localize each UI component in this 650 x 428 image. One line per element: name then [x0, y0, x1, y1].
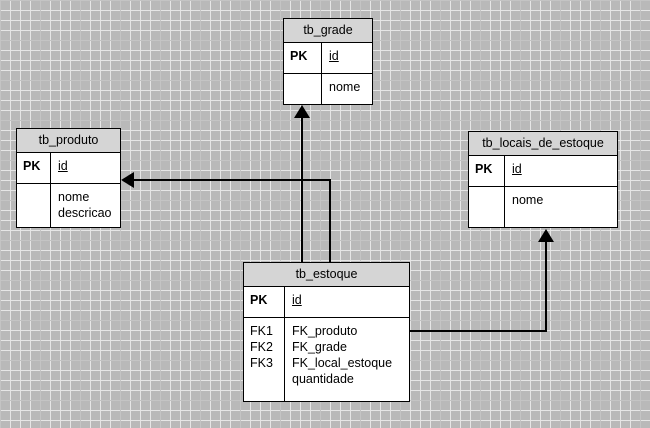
entity-title-tb-grade: tb_grade	[284, 19, 372, 43]
entity-title-tb-estoque: tb_estoque	[244, 263, 409, 287]
entity-pk-row-tb-estoque: PK id	[244, 287, 409, 318]
connector-estoque-locais-vertical[interactable]	[545, 242, 547, 332]
arrowhead-grade	[294, 105, 310, 118]
attr-names-tb-estoque: FK_produto FK_grade FK_local_estoque qua…	[292, 324, 393, 386]
entity-attr-row-tb-locais-de-estoque: nome	[469, 187, 617, 227]
pk-label-tb-locais-de-estoque: PK	[469, 156, 505, 186]
connector-estoque-produto-vertical[interactable]	[329, 180, 331, 263]
pk-label-tb-produto: PK	[17, 153, 51, 183]
entity-tb-estoque[interactable]: tb_estoque PK id FK1 FK2 FK3 FK_produto …	[243, 262, 410, 402]
pk-name-tb-produto: id	[58, 159, 68, 173]
entity-pk-row-tb-grade: PK id	[284, 43, 372, 74]
entity-attr-row-tb-estoque: FK1 FK2 FK3 FK_produto FK_grade FK_local…	[244, 318, 409, 401]
pk-name-tb-grade: id	[329, 49, 339, 63]
entity-pk-row-tb-locais-de-estoque: PK id	[469, 156, 617, 187]
entity-tb-grade[interactable]: tb_grade PK id nome	[283, 18, 373, 105]
attr-names-tb-produto: nome descricao	[58, 190, 112, 220]
connector-estoque-produto-horizontal[interactable]	[130, 179, 331, 181]
arrowhead-produto	[121, 172, 134, 188]
pk-name-tb-locais-de-estoque: id	[512, 162, 522, 176]
connector-estoque-locais-horizontal[interactable]	[409, 330, 547, 332]
entity-title-tb-produto: tb_produto	[17, 129, 120, 153]
attr-keys-tb-estoque: FK1 FK2 FK3	[244, 318, 285, 401]
arrowhead-locais-de-estoque	[538, 229, 554, 242]
attr-keys-tb-locais-de-estoque	[469, 187, 505, 227]
entity-tb-locais-de-estoque[interactable]: tb_locais_de_estoque PK id nome	[468, 131, 618, 228]
pk-name-tb-estoque: id	[292, 293, 302, 307]
entity-pk-row-tb-produto: PK id	[17, 153, 120, 184]
attr-keys-tb-grade	[284, 74, 322, 104]
attr-names-tb-grade: nome	[329, 80, 361, 94]
attr-names-tb-locais-de-estoque: nome	[512, 193, 544, 207]
attr-keys-tb-produto	[17, 184, 51, 227]
connector-estoque-grade-vertical[interactable]	[301, 107, 303, 263]
entity-attr-row-tb-produto: nome descricao	[17, 184, 120, 227]
entity-attr-row-tb-grade: nome	[284, 74, 372, 104]
pk-label-tb-estoque: PK	[244, 287, 285, 317]
entity-tb-produto[interactable]: tb_produto PK id nome descricao	[16, 128, 121, 228]
pk-label-tb-grade: PK	[284, 43, 322, 73]
entity-title-tb-locais-de-estoque: tb_locais_de_estoque	[469, 132, 617, 156]
